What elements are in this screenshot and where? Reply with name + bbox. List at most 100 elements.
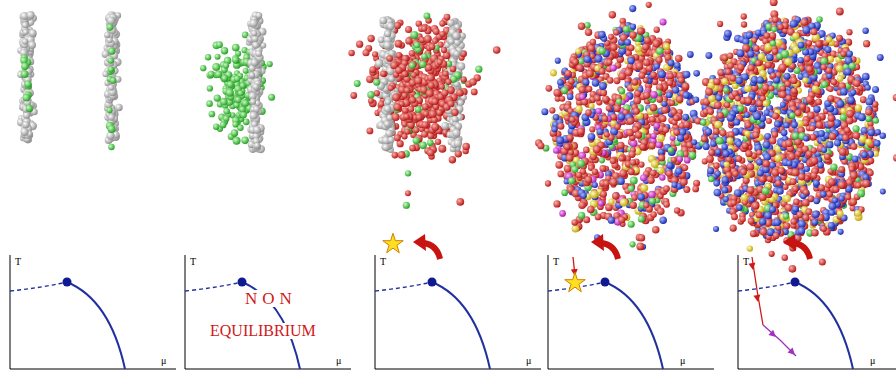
particle — [242, 100, 249, 107]
particle — [372, 51, 378, 57]
particle — [553, 200, 560, 207]
particle — [452, 129, 460, 137]
particle — [212, 63, 220, 71]
particle — [29, 29, 37, 37]
particle — [384, 105, 392, 113]
particle — [405, 37, 412, 44]
particle — [235, 96, 242, 103]
particle — [428, 82, 435, 89]
particle — [226, 89, 234, 97]
particle — [403, 202, 410, 209]
particle — [107, 56, 114, 63]
particle — [215, 71, 223, 79]
particle — [207, 85, 213, 91]
particle — [555, 58, 561, 64]
particle — [413, 137, 420, 144]
particle — [660, 115, 667, 122]
particle — [659, 174, 665, 180]
particle — [362, 49, 369, 56]
particle — [427, 139, 434, 146]
particle — [405, 190, 411, 196]
particle — [444, 14, 451, 21]
particle — [450, 66, 457, 73]
particle — [223, 115, 229, 121]
particle — [384, 30, 391, 37]
particle — [252, 83, 259, 90]
particle — [435, 139, 441, 145]
particle — [436, 109, 443, 116]
particle — [452, 116, 459, 123]
particle — [20, 128, 28, 136]
particle — [687, 51, 694, 58]
particle — [589, 103, 595, 109]
particle — [422, 103, 429, 110]
particle — [253, 126, 261, 134]
particle — [409, 97, 416, 104]
particle — [589, 126, 595, 132]
particle — [629, 5, 636, 12]
particle — [208, 71, 215, 78]
particle — [254, 143, 260, 149]
particle — [108, 144, 115, 151]
particle — [449, 156, 456, 163]
particle — [253, 106, 260, 113]
particle — [409, 62, 416, 69]
particle — [553, 89, 561, 97]
particle — [659, 216, 667, 224]
particle — [268, 94, 275, 101]
particle — [452, 109, 458, 115]
particle — [595, 108, 602, 115]
particle — [392, 113, 400, 121]
particle — [415, 106, 422, 113]
particle — [395, 40, 403, 48]
particle — [395, 67, 402, 74]
particle — [388, 137, 394, 143]
particle — [232, 44, 240, 52]
particle — [107, 24, 114, 31]
particle — [367, 35, 374, 42]
particle — [401, 121, 407, 127]
particle — [200, 65, 206, 71]
particle — [432, 38, 438, 44]
particle — [471, 88, 478, 95]
particle — [108, 66, 114, 72]
particle — [104, 32, 110, 38]
particle — [209, 111, 216, 118]
particle — [22, 38, 28, 44]
particle — [21, 70, 29, 78]
particle — [24, 80, 31, 87]
particle — [427, 149, 434, 156]
particle — [451, 109, 458, 116]
particle — [388, 85, 394, 91]
particle — [423, 13, 430, 20]
particle — [421, 53, 427, 59]
particle — [251, 30, 257, 36]
particle — [447, 100, 454, 107]
particle — [239, 106, 246, 113]
particle — [220, 98, 227, 105]
particle — [366, 127, 373, 134]
particle — [402, 92, 408, 98]
particle — [387, 23, 394, 30]
particle — [427, 74, 435, 82]
particle — [250, 112, 258, 120]
particle — [578, 23, 585, 30]
particle — [384, 41, 392, 49]
particle — [452, 32, 460, 40]
particle — [403, 113, 409, 119]
particle — [550, 69, 557, 76]
particle — [221, 75, 228, 82]
particle — [267, 61, 273, 67]
particle — [407, 106, 414, 113]
particle — [419, 141, 427, 149]
particle — [234, 75, 240, 81]
particle — [220, 121, 227, 128]
particle — [110, 77, 117, 84]
particle — [592, 79, 600, 87]
particle — [429, 110, 437, 118]
particle — [439, 31, 445, 37]
particle — [392, 93, 400, 101]
particle — [416, 114, 422, 120]
particle — [582, 78, 589, 85]
particle — [561, 88, 567, 94]
